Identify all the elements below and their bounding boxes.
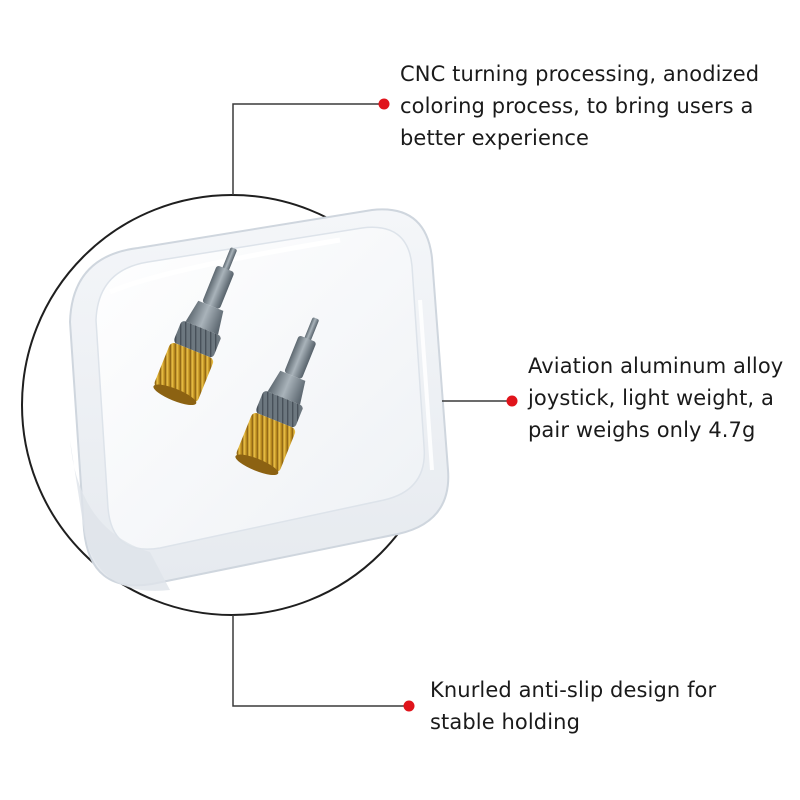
callout-dot-3 <box>403 700 415 712</box>
callout-line: coloring process, to bring users a <box>400 94 754 118</box>
callout-line: Aviation aluminum alloy <box>528 354 784 378</box>
callout-aluminum-alloy: Aviation aluminum alloy joystick, light … <box>528 350 783 446</box>
callout-line: joystick, light weight, a <box>528 386 774 410</box>
leader-line-1 <box>232 103 383 195</box>
callout-line: Knurled anti-slip design for <box>430 678 717 702</box>
joystick-left <box>153 247 237 406</box>
callout-cnc-processing: CNC turning processing, anodized colorin… <box>400 58 759 154</box>
callout-line: stable holding <box>430 710 580 734</box>
leader-line-3 <box>232 615 408 707</box>
callout-dot-1 <box>378 98 390 110</box>
callout-knurled-design: Knurled anti-slip design for stable hold… <box>430 674 716 738</box>
leader-lines <box>232 103 511 707</box>
callout-line: better experience <box>400 126 590 150</box>
callout-line: pair weighs only 4.7g <box>528 418 756 442</box>
callout-dot-2 <box>506 395 518 407</box>
clear-box <box>68 208 450 591</box>
callout-line: CNC turning processing, anodized <box>400 62 760 86</box>
joystick-right <box>235 317 319 476</box>
